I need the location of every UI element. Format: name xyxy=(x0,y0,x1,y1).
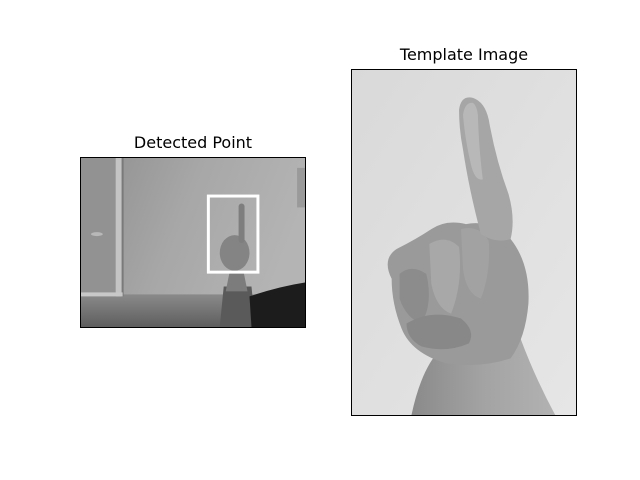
template-image-title: Template Image xyxy=(399,45,529,64)
template-image xyxy=(351,69,577,416)
hand-photo xyxy=(352,70,576,415)
scene-photo xyxy=(81,158,305,327)
detection-box xyxy=(206,194,260,274)
detected-point-title: Detected Point xyxy=(133,133,253,152)
detected-point-image xyxy=(80,157,306,328)
